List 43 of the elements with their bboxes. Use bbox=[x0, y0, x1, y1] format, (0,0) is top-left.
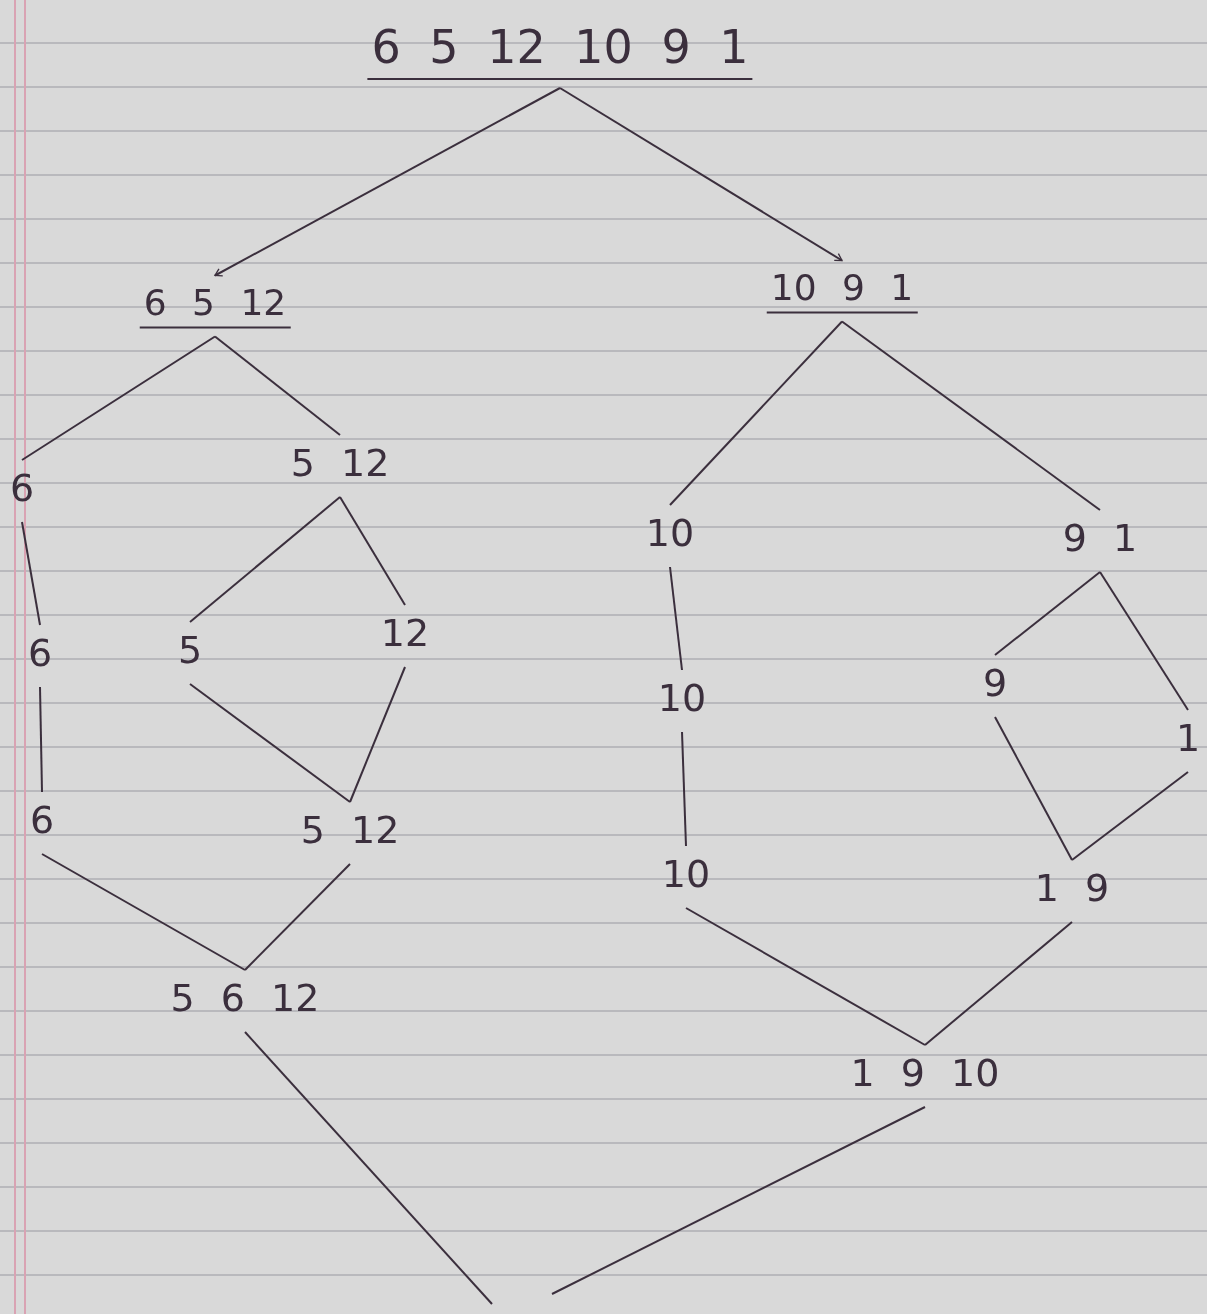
number-list: 1 bbox=[1171, 716, 1205, 764]
number-list: 5 6 12 bbox=[166, 976, 324, 1024]
number-list: 5 bbox=[173, 628, 207, 676]
connector-line bbox=[39, 686, 43, 793]
connector-line bbox=[841, 320, 1101, 511]
number-list: 5 12 bbox=[286, 441, 394, 489]
connector-line bbox=[669, 566, 683, 671]
number-list: 10 bbox=[653, 676, 711, 724]
connector-line bbox=[994, 716, 1073, 861]
number-list: 10 bbox=[657, 852, 715, 900]
connector-line bbox=[244, 863, 351, 971]
connector-line bbox=[994, 571, 1101, 656]
connector-line bbox=[244, 1031, 493, 1305]
connector-line bbox=[214, 335, 341, 436]
number-list: 12 bbox=[376, 611, 434, 659]
connector-line bbox=[1099, 571, 1189, 711]
connector-line bbox=[681, 731, 687, 847]
connector-line bbox=[685, 907, 926, 1046]
connector-line bbox=[669, 320, 843, 506]
connector-line bbox=[21, 335, 216, 461]
connector-line bbox=[1071, 771, 1189, 861]
connector-line bbox=[339, 496, 406, 606]
connector-line bbox=[189, 683, 351, 803]
number-list: 6 bbox=[25, 798, 59, 846]
arrow bbox=[559, 87, 843, 262]
connector-line bbox=[21, 521, 41, 626]
number-list: 1 9 10 bbox=[846, 1051, 1004, 1099]
number-list: 6 bbox=[23, 631, 57, 679]
number-list: 6 5 12 bbox=[139, 281, 291, 329]
number-list: 10 bbox=[641, 511, 699, 559]
connector-line bbox=[551, 1106, 926, 1295]
number-list: 1 9 bbox=[1030, 866, 1114, 914]
number-list: 9 bbox=[978, 661, 1012, 709]
number-list: 10 9 1 bbox=[766, 266, 918, 314]
connector-line bbox=[41, 853, 246, 971]
number-list: 6 5 12 10 9 1 bbox=[367, 20, 753, 80]
number-list: 9 1 bbox=[1058, 516, 1142, 564]
number-list: 6 bbox=[5, 466, 39, 514]
number-list: 5 12 bbox=[296, 808, 404, 856]
connector-line bbox=[924, 921, 1073, 1046]
connector-line bbox=[349, 666, 406, 803]
arrow bbox=[214, 87, 561, 277]
connector-line bbox=[189, 496, 341, 623]
